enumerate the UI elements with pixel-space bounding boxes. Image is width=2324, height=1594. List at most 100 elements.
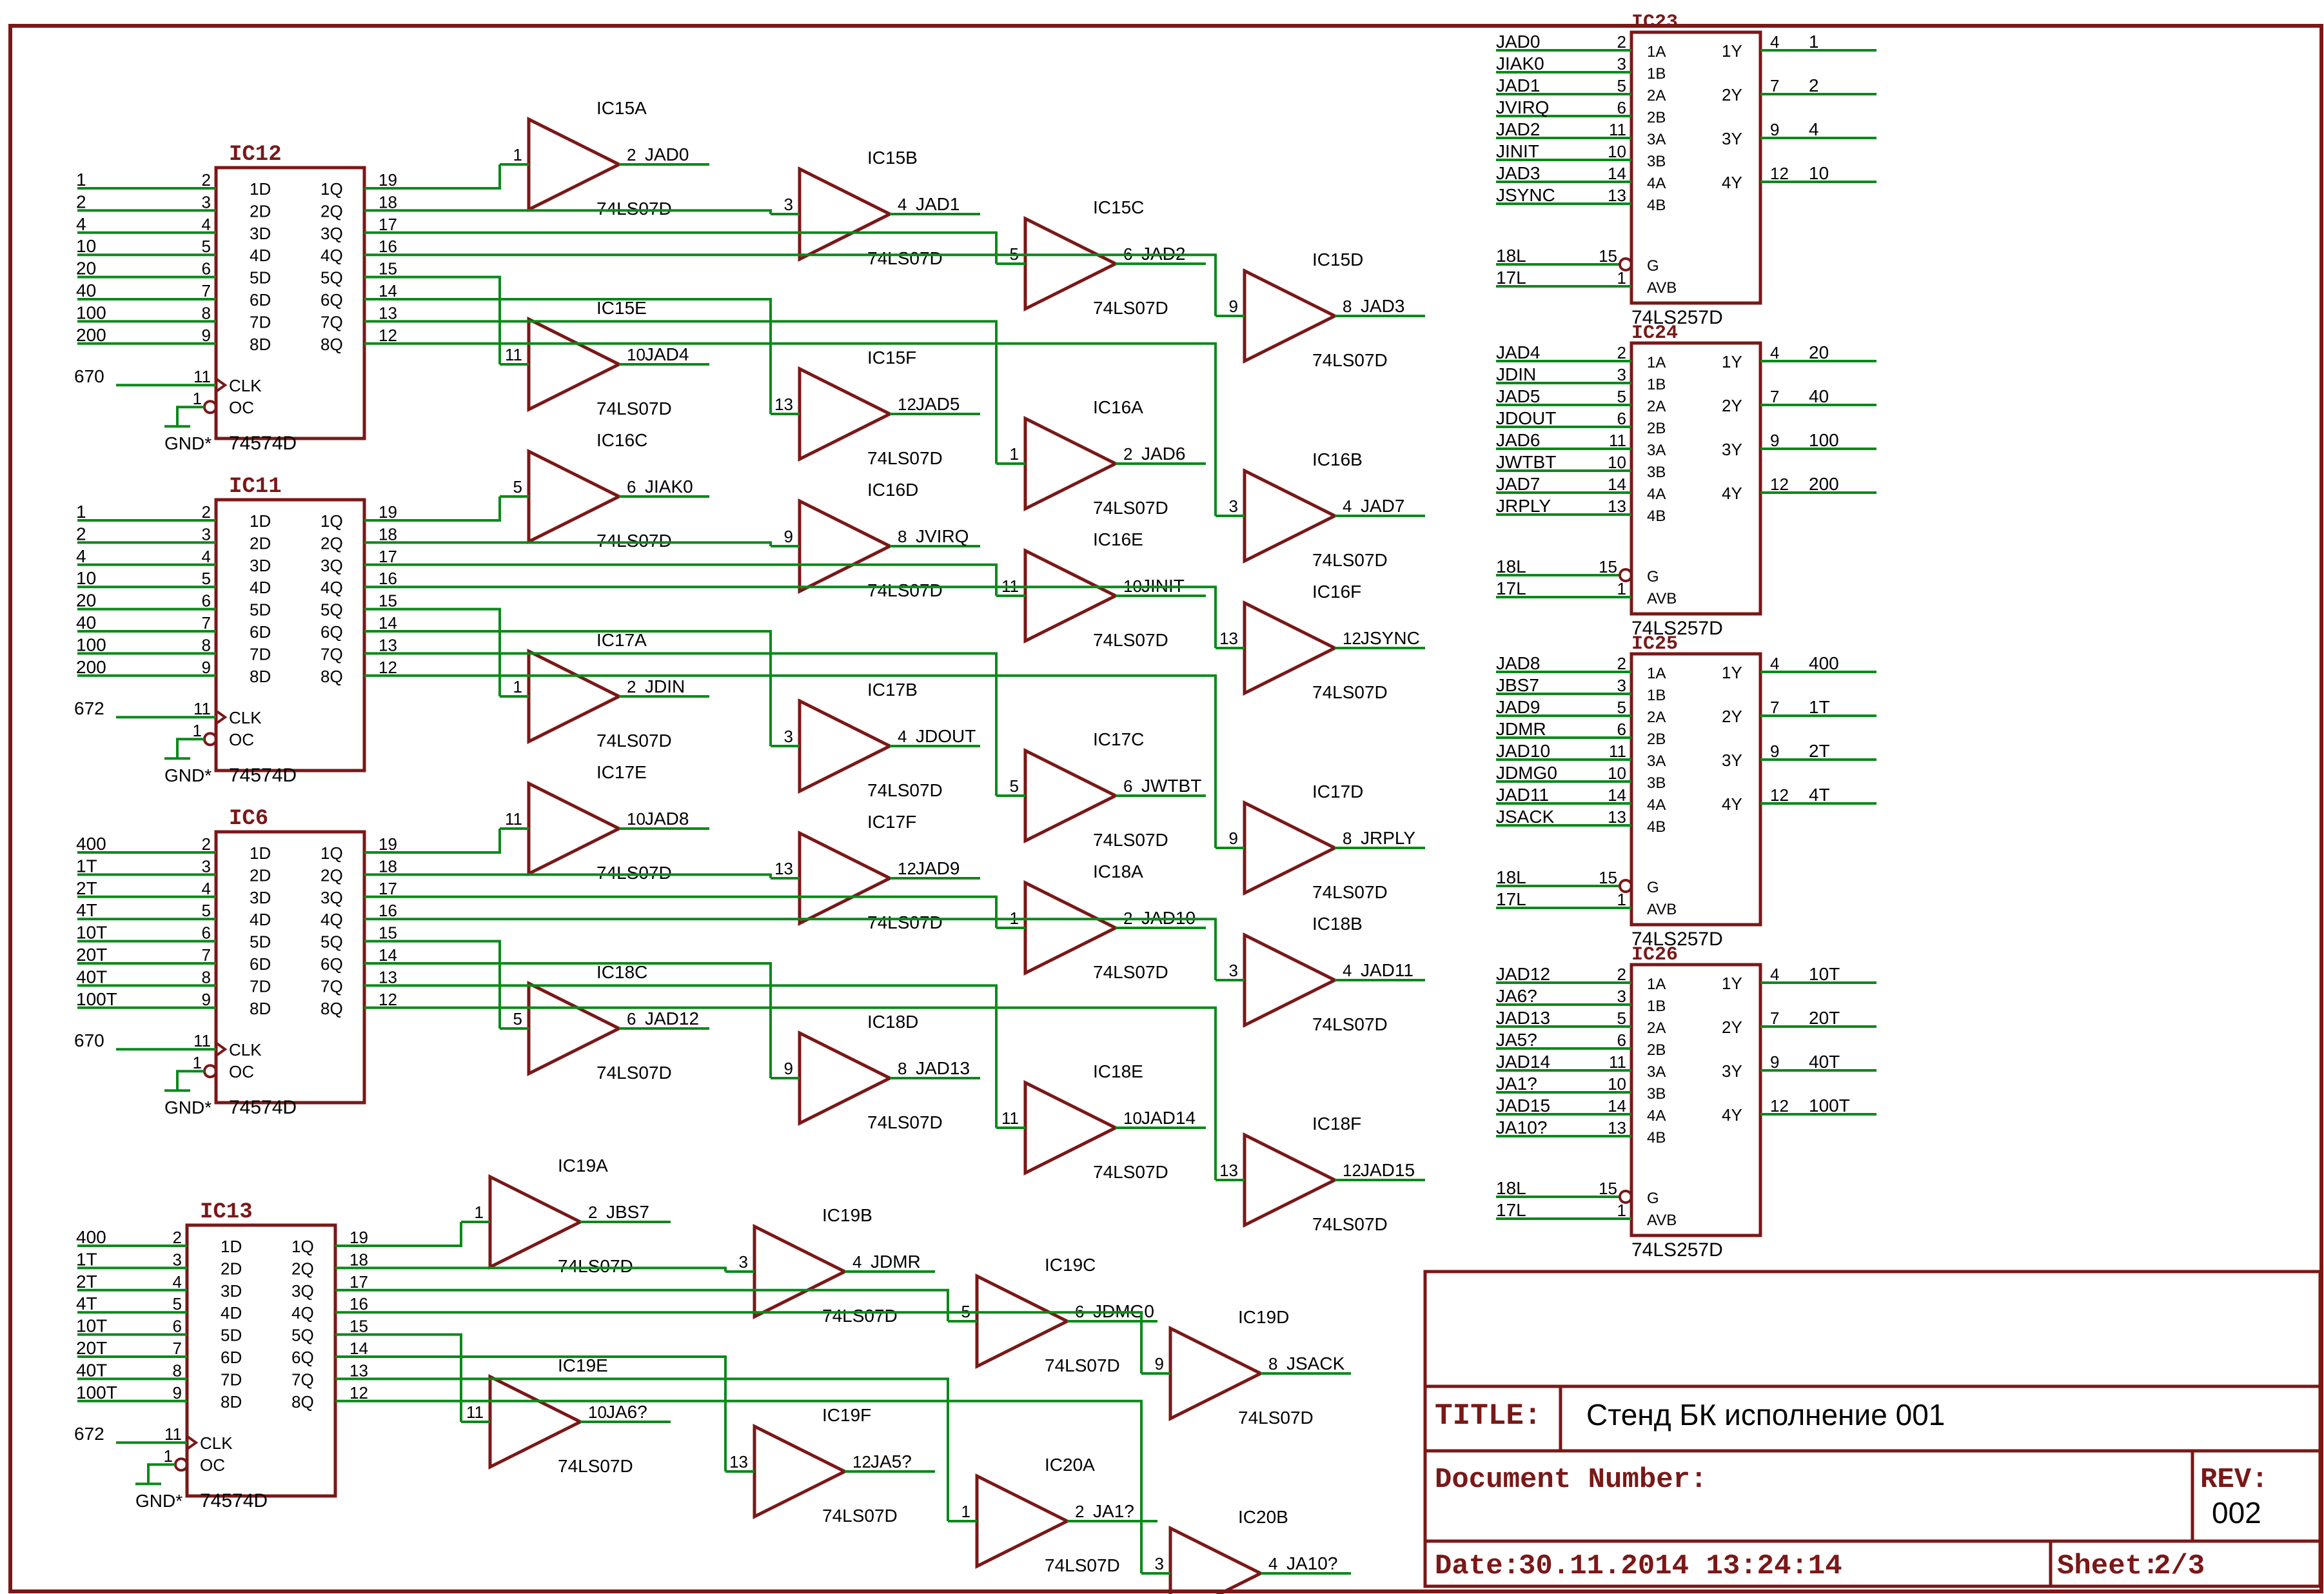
buffer-in-pin: 3: [784, 195, 793, 214]
buffer-net: JDOUT: [916, 726, 976, 746]
mux-out-pin: 9: [1770, 742, 1779, 761]
register-q-label: 5Q: [320, 600, 343, 620]
buffer-out-pin: 12: [898, 859, 916, 878]
mux-pin-label: 2B: [1647, 420, 1666, 437]
register-q-label: 6Q: [291, 1348, 314, 1367]
g-net: 18L: [1496, 556, 1526, 576]
buffer-name: IC17B: [867, 680, 918, 700]
mux-out-label: 3Y: [1722, 751, 1742, 770]
buffer-in-pin: 3: [739, 1252, 748, 1272]
buffer-part: 74LS07D: [822, 1506, 898, 1526]
mux-in-pin: 5: [1617, 1009, 1626, 1028]
mux-input-net: JIAK0: [1496, 54, 1544, 74]
register-body: [214, 498, 366, 772]
mux-in-pin: 10: [1608, 142, 1626, 161]
buffer-part: 74LS07D: [1093, 630, 1168, 650]
register-in-pin: 9: [202, 990, 211, 1009]
title-label: TITLE:: [1435, 1399, 1542, 1433]
mux-pin-label: 1B: [1647, 376, 1666, 393]
register-out-pin: 14: [379, 613, 397, 633]
buffer-gate: [1023, 880, 1119, 976]
buffer-name: IC16B: [1312, 449, 1363, 469]
buffer-part: 74LS07D: [558, 1456, 633, 1476]
mux-input-net: JAD1: [1496, 75, 1540, 95]
buffer-gate: [1023, 1079, 1119, 1176]
avb-pin: 1: [1617, 890, 1626, 909]
register-d-label: 6D: [250, 954, 271, 974]
buffer-net: JAD5: [916, 394, 960, 414]
clock-pin: 11: [193, 1031, 211, 1050]
buffer-part: 74LS07D: [1093, 298, 1168, 318]
avb-pin: 1: [1617, 1201, 1626, 1220]
docnum-label: Document Number:: [1435, 1464, 1707, 1496]
net-route-wire: [403, 563, 998, 596]
sheet-border: [8, 24, 2323, 1593]
clock-symbol: [215, 377, 228, 393]
mux-in-pin: 3: [1617, 54, 1626, 74]
register-d-label: 6D: [250, 622, 271, 642]
mux-out-pin: 12: [1770, 475, 1789, 494]
register-input-net: 10: [76, 236, 96, 256]
mux-out-pin: 12: [1770, 1096, 1789, 1116]
avb-label: AVB: [1647, 590, 1677, 607]
register-out-pin: 15: [379, 923, 397, 943]
register-q-label: 5Q: [320, 932, 343, 952]
mux-out-pin: 7: [1770, 698, 1779, 717]
mux-input-net: JAD8: [1496, 653, 1540, 673]
oc-wire: [176, 1070, 204, 1091]
buffer-net: JAD0: [645, 144, 689, 164]
mux-out-pin: 9: [1770, 120, 1779, 139]
buffer-out-pin: 6: [627, 477, 636, 497]
mux-pin-label: 3B: [1647, 774, 1666, 792]
buffer-part: 74LS07D: [1312, 682, 1388, 702]
mux-pin-label: 4A: [1647, 486, 1666, 503]
register-q-label: 5Q: [291, 1326, 314, 1345]
buffer-part: 74LS07D: [1045, 1555, 1120, 1575]
register-d-label: 8D: [250, 667, 271, 686]
g-pin: 15: [1599, 868, 1617, 887]
buffer-part: 74LS07D: [1093, 962, 1168, 982]
clock-symbol: [215, 709, 228, 725]
register-out-pin: 16: [379, 901, 397, 920]
mux-in-pin: 2: [1617, 32, 1626, 52]
register-in-pin: 8: [173, 1361, 182, 1380]
g-pin: 15: [1599, 246, 1617, 266]
mux-out-pin: 7: [1770, 387, 1779, 406]
net-route-wire: [403, 674, 1217, 848]
mux-out-label: 4Y: [1722, 1105, 1742, 1125]
mux-in-pin: 14: [1608, 164, 1626, 183]
register-in-pin: 7: [202, 281, 211, 300]
register-input-net: 100T: [76, 989, 117, 1009]
oc-pin: 1: [193, 721, 202, 740]
register-in-pin: 3: [202, 856, 211, 876]
buffer-gate: [527, 316, 623, 413]
buffer-out-pin: 4: [852, 1252, 862, 1272]
buffer-in-pin: 11: [505, 345, 522, 364]
buffer-out-pin: 10: [588, 1402, 607, 1422]
register-out-pin: 14: [379, 281, 397, 300]
mux-in-pin: 6: [1617, 409, 1626, 428]
buffer-part: 74LS07D: [1238, 1408, 1314, 1428]
buffer-name: IC17D: [1312, 782, 1363, 802]
register-out-pin: 18: [350, 1250, 368, 1269]
mux-input-net: JA10?: [1496, 1117, 1547, 1137]
mux-in-pin: 2: [1617, 343, 1626, 362]
buffer-net: JAD6: [1141, 444, 1185, 464]
mux-input-net: JAD5: [1496, 386, 1540, 406]
mux-pin-label: 3A: [1647, 1063, 1666, 1081]
buffer-net: JVIRQ: [916, 526, 969, 546]
register-name: IC12: [229, 143, 282, 167]
mux-pin-label: 4A: [1647, 796, 1666, 814]
register-out-pin: 16: [379, 569, 397, 588]
mux-in-pin: 3: [1617, 676, 1626, 695]
buffer-part: 74LS07D: [596, 199, 672, 219]
g-bubble: [1619, 257, 1633, 271]
register-input-net: 20: [76, 591, 96, 611]
register-in-pin: 6: [202, 591, 211, 611]
buffer-gate: [975, 1273, 1071, 1370]
register-d-label: 2D: [250, 201, 271, 221]
avb-net: 17L: [1496, 268, 1526, 288]
mux-input-net: JDOUT: [1496, 408, 1556, 428]
register-input-net: 1: [76, 170, 86, 190]
buffer-in-pin: 1: [513, 677, 522, 696]
